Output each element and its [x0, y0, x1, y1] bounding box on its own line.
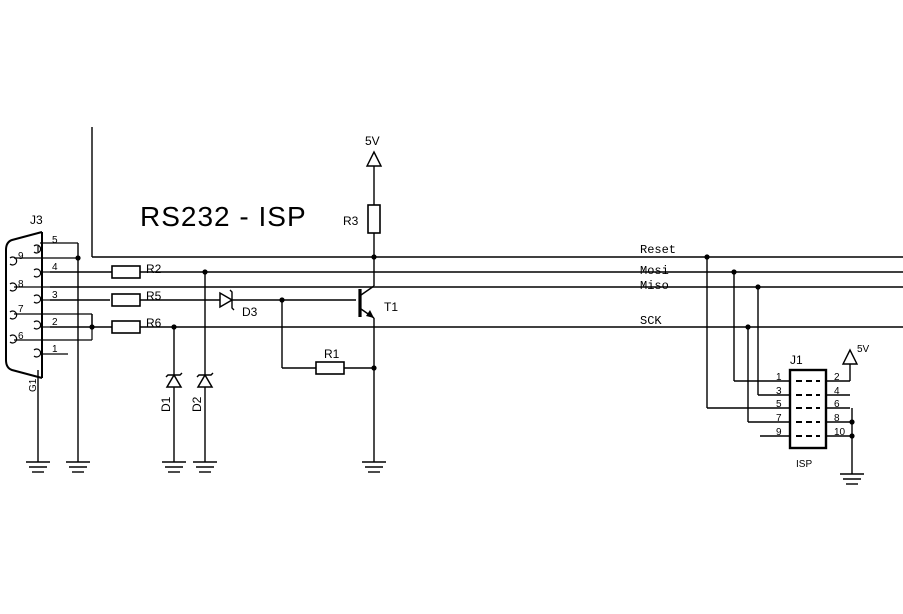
j3-db9-connector	[5, 231, 93, 379]
ground-icon	[26, 461, 50, 473]
isp-supply-5v-label: 5V	[857, 344, 870, 355]
r5-label: R5	[146, 289, 162, 303]
net-label-sck: SCK	[640, 314, 662, 328]
resistor-r1	[315, 361, 345, 375]
db9-pin-1: 1	[52, 344, 58, 355]
j3-label: J3	[30, 213, 43, 227]
isp-supply-arrow-icon	[841, 348, 859, 365]
db9-pin-3: 3	[52, 290, 58, 301]
isp-pin-1: 1	[776, 372, 782, 383]
isp-pin-7: 7	[776, 413, 782, 424]
isp-pin-8: 8	[834, 413, 840, 424]
net-label-miso: Miso	[640, 279, 669, 293]
db9-pin-6: 6	[18, 331, 24, 342]
r1-label: R1	[324, 347, 340, 361]
isp-header-j1	[704, 254, 855, 474]
schematic-title: RS232 - ISP	[140, 201, 307, 232]
j1-label: J1	[790, 353, 803, 367]
isp-pin-3: 3	[776, 386, 782, 397]
ground-symbols	[26, 461, 864, 485]
isp-pin-4: 4	[834, 386, 840, 397]
isp-pin-2: 2	[834, 372, 840, 383]
db9-pin-5: 5	[52, 235, 58, 246]
ground-icon	[66, 461, 90, 473]
isp-pin-6: 6	[834, 399, 840, 410]
resistor-r5	[111, 293, 141, 307]
zener-diode-d2	[196, 269, 214, 462]
ground-icon	[193, 461, 217, 473]
db9-pin-4: 4	[52, 262, 58, 273]
net-label-reset: Reset	[640, 243, 676, 257]
d1-label: D1	[159, 396, 173, 412]
r6-label: R6	[146, 316, 162, 330]
zener-diode-d1	[165, 324, 183, 462]
db9-pin-8: 8	[18, 279, 24, 290]
d2-label: D2	[190, 396, 204, 412]
supply-arrow-icon	[365, 150, 383, 167]
ground-icon	[162, 461, 186, 473]
resistor-r3	[367, 204, 381, 234]
resistor-r6	[111, 320, 141, 334]
bus-lines	[50, 127, 903, 328]
r2-label: R2	[146, 262, 162, 276]
db9-pin-9: 9	[18, 251, 24, 262]
resistor-r2	[111, 265, 141, 279]
ground-icon	[840, 473, 864, 485]
r3-label: R3	[343, 214, 359, 228]
g1-label: G1	[28, 378, 39, 392]
supply-5v-label: 5V	[365, 134, 380, 148]
isp-pin-5: 5	[776, 399, 782, 410]
ground-icon	[362, 461, 386, 473]
t1-label: T1	[384, 300, 398, 314]
net-label-mosi: Mosi	[640, 264, 669, 278]
isp-pin-9: 9	[776, 427, 782, 438]
zener-diode-d3	[219, 289, 356, 311]
resistor-r3-branch	[367, 166, 381, 286]
d3-label: D3	[242, 305, 258, 319]
db9-pin-2: 2	[52, 317, 58, 328]
isp-pin-10: 10	[834, 427, 846, 438]
isp-label: ISP	[796, 459, 812, 470]
transistor-t1	[358, 285, 375, 462]
db9-pin-7: 7	[18, 304, 24, 315]
